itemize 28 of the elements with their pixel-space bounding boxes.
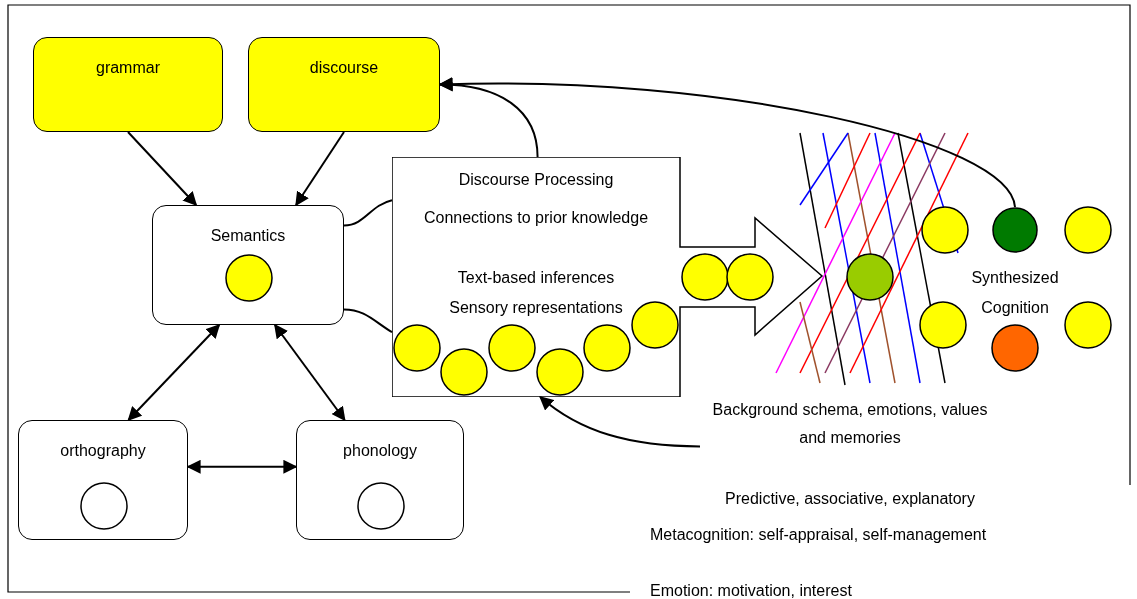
connector-arrow	[295, 131, 345, 207]
node-text: phonology	[342, 441, 418, 461]
note-text: Synthesized Cognition	[970, 268, 1060, 318]
topic-box	[248, 37, 440, 132]
node-text: grammar	[95, 58, 161, 78]
note-text: Metacognition: self-appraisal, self-management	[650, 525, 988, 545]
node-text: orthography	[59, 441, 147, 461]
connector-arrow	[186, 459, 298, 474]
connector-arrow	[438, 77, 1016, 208]
process-box	[296, 420, 464, 540]
box-text: Sensory representations	[448, 298, 624, 318]
box-text: Connections to prior knowledge	[422, 208, 650, 228]
topic-box	[33, 37, 223, 132]
connector-arrow	[127, 324, 221, 421]
process-box	[18, 420, 188, 540]
node-text: Semantics	[209, 226, 287, 246]
node-text: discourse	[308, 58, 380, 78]
note-text: Predictive, associative, explanatory	[724, 489, 976, 509]
connector-arrow	[539, 396, 701, 448]
connector-arrow	[438, 77, 539, 158]
box-text: Text-based inferences	[456, 268, 616, 288]
note-text: Emotion: motivation, interest	[650, 581, 853, 599]
circle-node	[992, 207, 1038, 253]
connector-arrow	[273, 323, 346, 422]
node-text: Background schema, emotions, values and memories	[711, 400, 989, 448]
connector-arrow	[127, 131, 198, 206]
box-text: Discourse Processing	[457, 170, 615, 190]
process-box	[152, 205, 344, 325]
